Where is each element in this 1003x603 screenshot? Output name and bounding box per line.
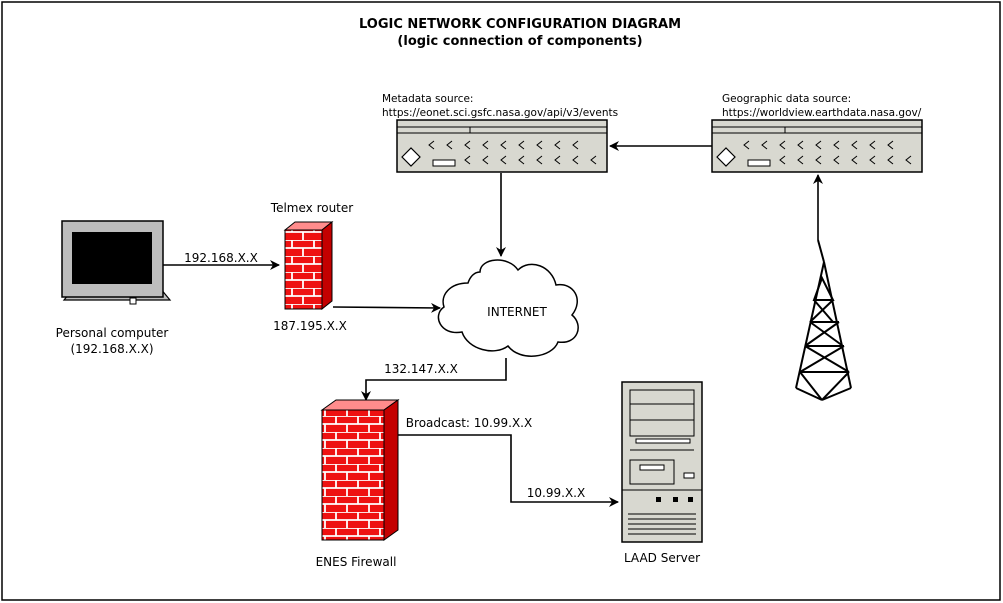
geo-label: Geographic data source:: [722, 93, 851, 105]
enes-firewall-icon: [320, 399, 400, 541]
pc-label: Personal computer: [56, 326, 169, 340]
edge-label-internet-firewall: 132.147.X.X: [384, 362, 458, 376]
internet-label: INTERNET: [487, 305, 547, 319]
edge-internet-firewall: [361, 358, 507, 401]
edge-label-pc-router: 192.168.X.X: [184, 251, 258, 265]
monitor-icon: [61, 220, 172, 305]
radio-tower-icon: [795, 239, 852, 401]
edge-label-broadcast: Broadcast: 10.99.X.X: [406, 416, 532, 430]
metadata-url: https://eonet.sci.gsfc.nasa.gov/api/v3/e…: [382, 107, 618, 119]
metadata-label: Metadata source:: [382, 93, 473, 105]
pc-ip: (192.168.X.X): [70, 342, 153, 356]
cloud-icon: [437, 259, 579, 357]
router-firewall-icon: [283, 220, 334, 311]
diagram-title: LOGIC NETWORK CONFIGURATION DIAGRAM: [359, 17, 681, 32]
metadata-rack-server-icon: [396, 119, 608, 173]
geo-rack-server-icon: [711, 119, 923, 173]
edge-firewall-laad: [398, 434, 619, 507]
router-label: Telmex router: [270, 201, 353, 215]
laad-label: LAAD Server: [624, 551, 700, 565]
router-ip: 187.195.X.X: [273, 319, 347, 333]
edge-router-internet: [332, 302, 441, 313]
edge-label-firewall-laad: 10.99.X.X: [527, 486, 585, 500]
geo-url: https://worldview.earthdata.nasa.gov/: [722, 107, 922, 119]
firewall-label: ENES Firewall: [316, 555, 397, 569]
diagram-subtitle: (logic connection of components): [397, 34, 642, 49]
tower-server-icon: [621, 381, 703, 543]
